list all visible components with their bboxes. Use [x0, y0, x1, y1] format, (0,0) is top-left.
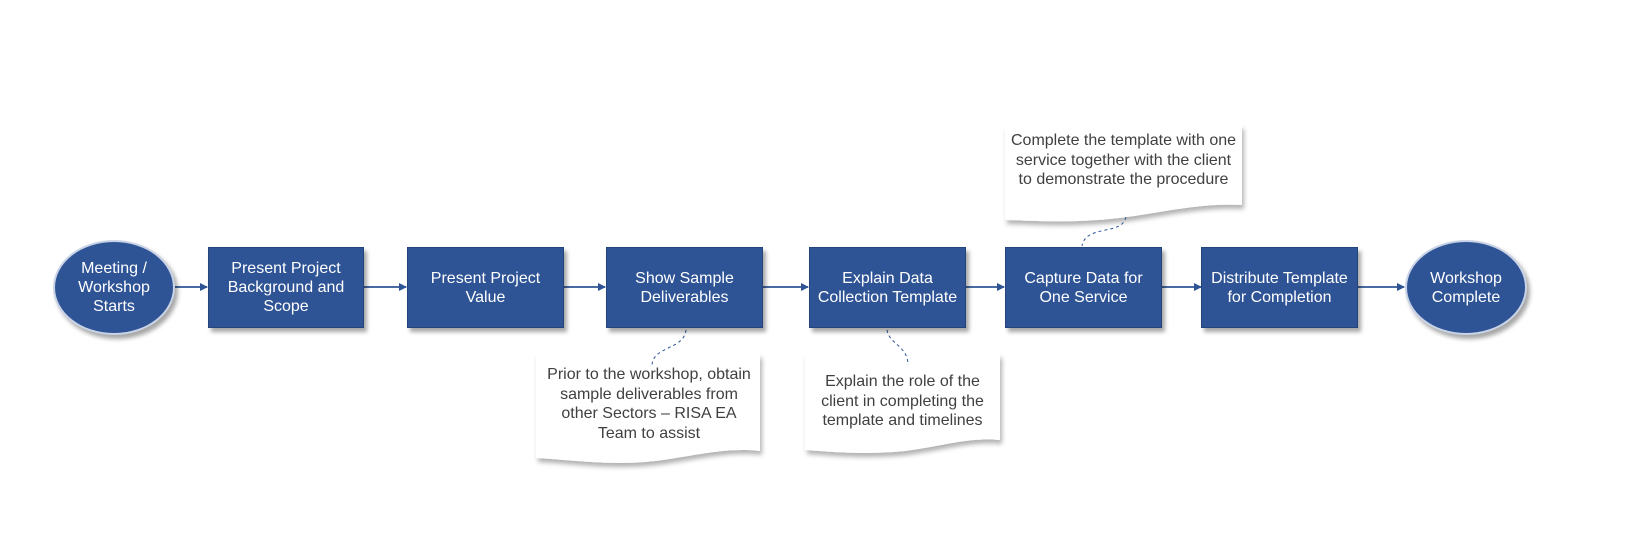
step-distribute-template: Distribute Template for Completion: [1201, 247, 1358, 328]
step-present-background-scope: Present Project Background and Scope: [208, 247, 364, 328]
callout-connector-client-role: [886, 329, 909, 366]
note-sample-deliverables: Prior to the workshop, obtain sample del…: [538, 365, 760, 443]
note-complete-with-client: Complete the template with one service t…: [1005, 131, 1242, 190]
note-text: Prior to the workshop, obtain sample del…: [547, 366, 751, 442]
note-shape-sample-deliverables: [536, 354, 760, 463]
step-label: Capture Data for One Service: [1024, 269, 1143, 306]
note-text: Complete the template with one service t…: [1011, 132, 1237, 188]
step-label: Distribute Template for Completion: [1211, 269, 1348, 306]
step-label: Show Sample Deliverables: [635, 269, 734, 306]
step-show-sample-deliverables: Show Sample Deliverables: [606, 247, 763, 328]
note-text: Explain the role of the client in comple…: [821, 373, 984, 429]
note-shape-complete-with-client: [1005, 125, 1242, 222]
start-node: Meeting / Workshop Starts: [53, 240, 175, 335]
step-label: Explain Data Collection Template: [817, 269, 958, 306]
step-explain-data-collection-template: Explain Data Collection Template: [809, 247, 966, 328]
end-node: Workshop Complete: [1405, 240, 1527, 335]
start-node-label: Meeting / Workshop Starts: [78, 260, 150, 315]
step-present-project-value: Present Project Value: [407, 247, 564, 328]
step-label: Present Project Value: [430, 269, 541, 306]
step-label: Present Project Background and Scope: [227, 260, 345, 315]
note-shape-client-role: [805, 354, 1000, 453]
end-node-label: Workshop Complete: [1430, 269, 1502, 306]
note-client-role: Explain the role of the client in comple…: [805, 372, 1000, 431]
callout-connector-complete-with-client: [1081, 216, 1127, 247]
callout-connector-sample-deliverables: [651, 329, 687, 367]
step-capture-data-one-service: Capture Data for One Service: [1005, 247, 1162, 328]
